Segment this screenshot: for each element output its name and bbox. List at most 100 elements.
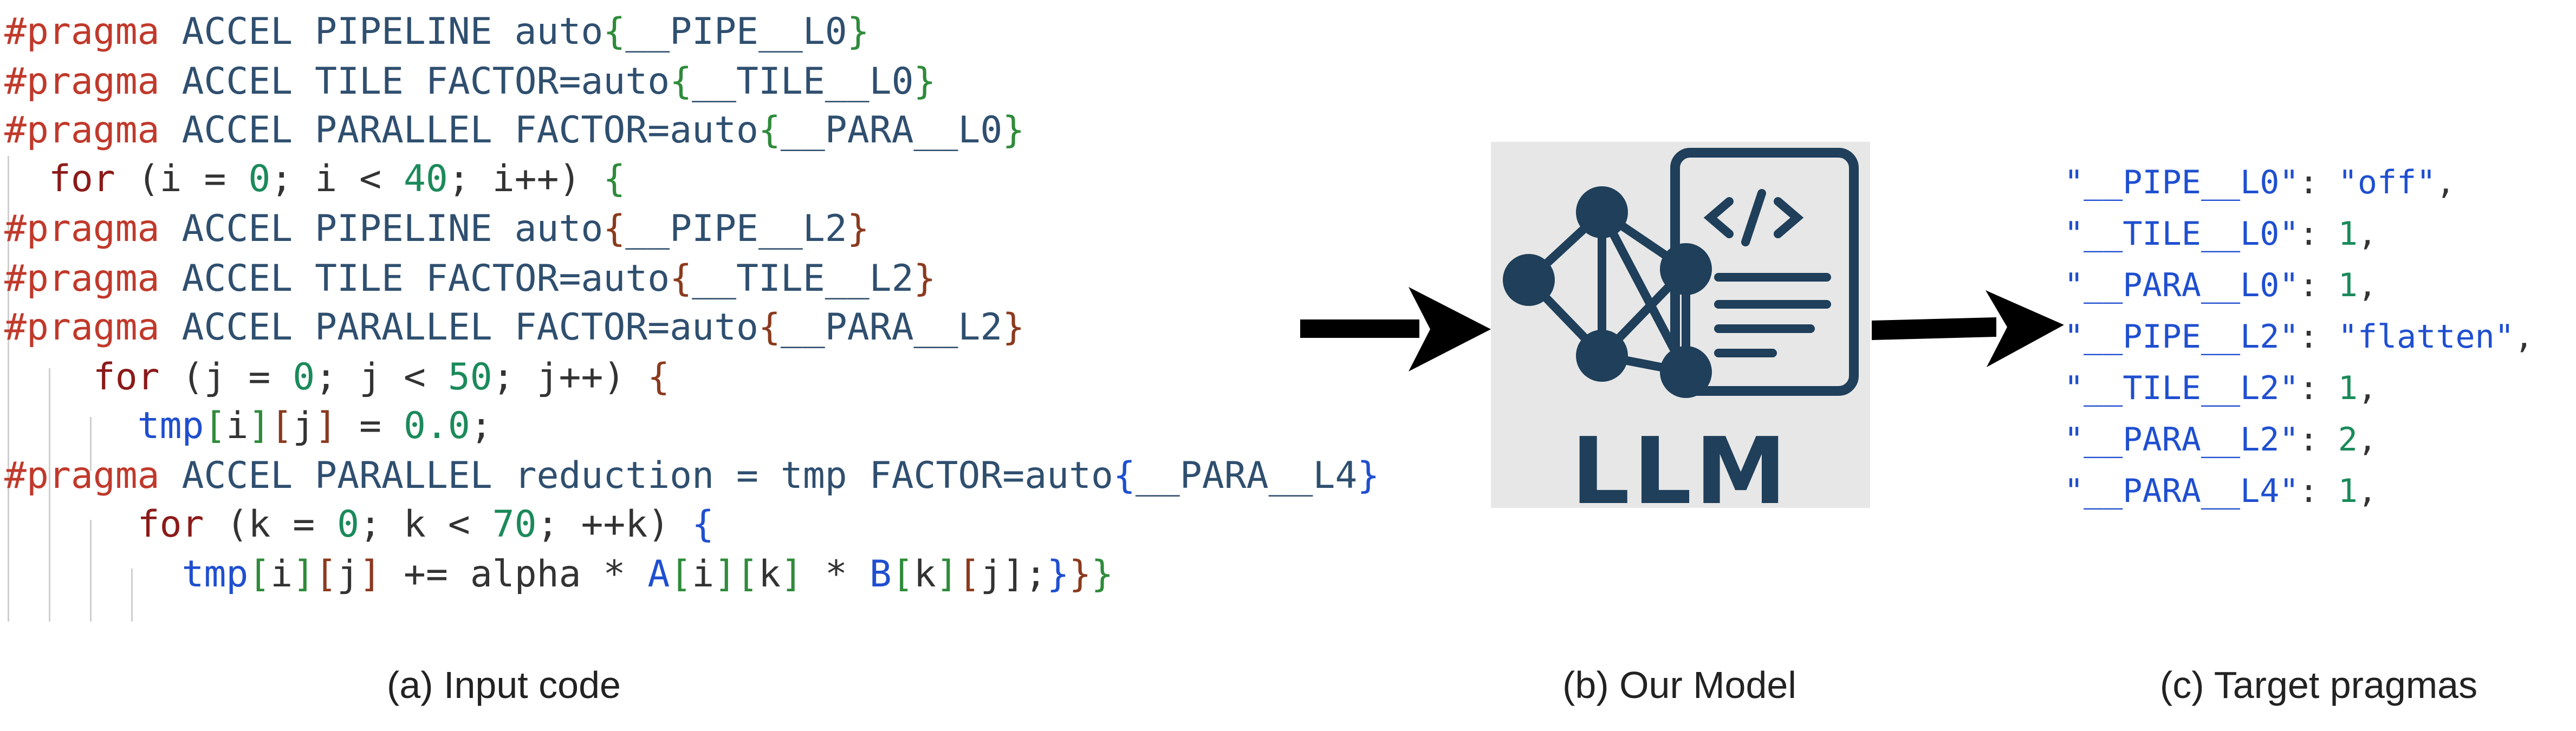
code-token: __PIPE__L0 [625,10,847,53]
code-token: for [48,158,115,200]
code-token: 50 [447,356,492,399]
code-token: ] [781,553,803,596]
pragma-comma: , [2357,266,2377,304]
code-token: k [913,553,936,596]
code-token: ACCEL PARALLEL reduction = tmp FACTOR=au… [159,454,1113,497]
pragma-comma: , [2514,318,2534,356]
pragma-value: "flatten" [2338,318,2514,356]
code-token: } [847,10,870,53]
code-token: #pragma [4,454,160,497]
pragma-key: "__PARA__L2" [2064,421,2299,459]
code-token: [ [270,404,293,447]
code-token: ]; [1002,553,1047,596]
code-token [4,553,182,596]
code-line: #pragma ACCEL TILE FACTOR=auto{__TILE__L… [4,56,936,107]
code-token: [ [958,553,981,596]
model-label: LLM [1571,418,1790,525]
pragma-colon: : [2299,266,2338,304]
code-token: i [226,404,249,447]
code-token: = [337,404,404,447]
code-token: #pragma [4,207,160,250]
code-token: (j = [159,356,293,399]
code-token: } [1091,553,1114,596]
arrow-right-icon [1872,290,2064,367]
code-token: { [758,306,781,349]
pragma-entry: "__PIPE__L2": "flatten", [2064,311,2534,363]
neural-network-document-icon [1503,148,1859,398]
code-token: ; i < [270,158,404,200]
code-token: ; [470,404,492,447]
pragma-colon: : [2299,472,2338,510]
code-token: 70 [492,503,537,546]
pragma-value: 1 [2338,472,2358,510]
code-token: ] [248,404,271,447]
code-token: * [803,553,870,596]
pragma-entry: "__PARA__L2": 2, [2064,414,2534,466]
indent-guide [90,520,92,622]
code-line: #pragma ACCEL PIPELINE auto{__PIPE__L0} [4,6,870,57]
code-token: { [1113,454,1135,497]
code-token: ; i++) [447,158,604,200]
pragma-value: 2 [2338,421,2358,459]
pragma-entry: "__PIPE__L0": "off", [2064,157,2534,208]
code-token: ] [359,553,382,596]
code-token: k [758,553,781,596]
code-token: } [1047,553,1069,596]
code-token: __PARA__L4 [1135,454,1358,497]
code-token [4,356,93,399]
code-line: for (i = 0; i < 40; i++) { [4,154,625,205]
indent-guide [49,368,50,622]
code-token: ACCEL TILE FACTOR=auto [159,60,670,103]
code-token: 40 [403,158,448,200]
pragma-colon: : [2299,369,2338,407]
code-line: for (k = 0; k < 70; ++k) { [4,499,714,550]
code-line: #pragma ACCEL TILE FACTOR=auto{__TILE__L… [4,253,936,304]
code-token [4,158,49,200]
caption-input-code: (a) Input code [387,664,621,706]
code-token: __PARA__L0 [780,109,1003,152]
pragma-key: "__TILE__L0" [2064,215,2299,253]
indent-guide [90,417,92,471]
code-token: __PARA__L2 [780,306,1003,349]
code-token: } [1002,109,1025,152]
code-line: #pragma ACCEL PARALLEL FACTOR=auto{__PAR… [4,105,1024,156]
code-token: { [670,257,692,300]
code-token: [ [315,553,338,596]
pragma-key: "__PIPE__L0" [2064,164,2299,201]
code-token: ] [315,404,338,447]
code-token: ] [936,553,958,596]
code-token [4,503,138,546]
code-token: { [603,207,626,250]
code-token: #pragma [4,60,160,103]
pragma-comma: , [2357,215,2377,253]
code-token: { [603,158,626,200]
code-line: tmp[i][j] += alpha * A[i][k] * B[k][j];}… [4,549,1114,600]
code-token: { [647,356,670,399]
pragma-value: 1 [2338,369,2358,407]
code-token [4,404,138,447]
indent-guide [131,569,133,622]
code-token: __TILE__L2 [692,257,914,300]
code-token: ; j++) [492,356,648,399]
input-code-panel: #pragma ACCEL PIPELINE auto{__PIPE__L0}#… [0,0,1379,622]
code-token: j [293,404,315,447]
code-token: } [1002,306,1025,349]
indent-guide [8,156,9,622]
code-token: B [869,553,892,596]
pragma-key: "__PARA__L0" [2064,266,2299,304]
llm-model-box: LLM [1491,142,1870,525]
pragma-colon: : [2299,318,2338,356]
code-token: ACCEL PARALLEL FACTOR=auto [159,109,758,152]
pragma-key: "__PARA__L4" [2064,472,2299,510]
code-token: ACCEL PIPELINE auto [159,10,604,53]
code-token: ] [714,553,737,596]
code-token: 0 [293,356,315,399]
pragma-colon: : [2299,215,2338,253]
code-token: tmp [181,553,249,596]
pragma-entry: "__PARA__L4": 1, [2064,466,2534,517]
code-token: [ [670,553,692,596]
code-line: #pragma ACCEL PARALLEL FACTOR=auto{__PAR… [4,302,1024,353]
pragma-comma: , [2357,472,2377,510]
code-token: } [913,257,936,300]
pragma-comma: , [2436,164,2456,201]
